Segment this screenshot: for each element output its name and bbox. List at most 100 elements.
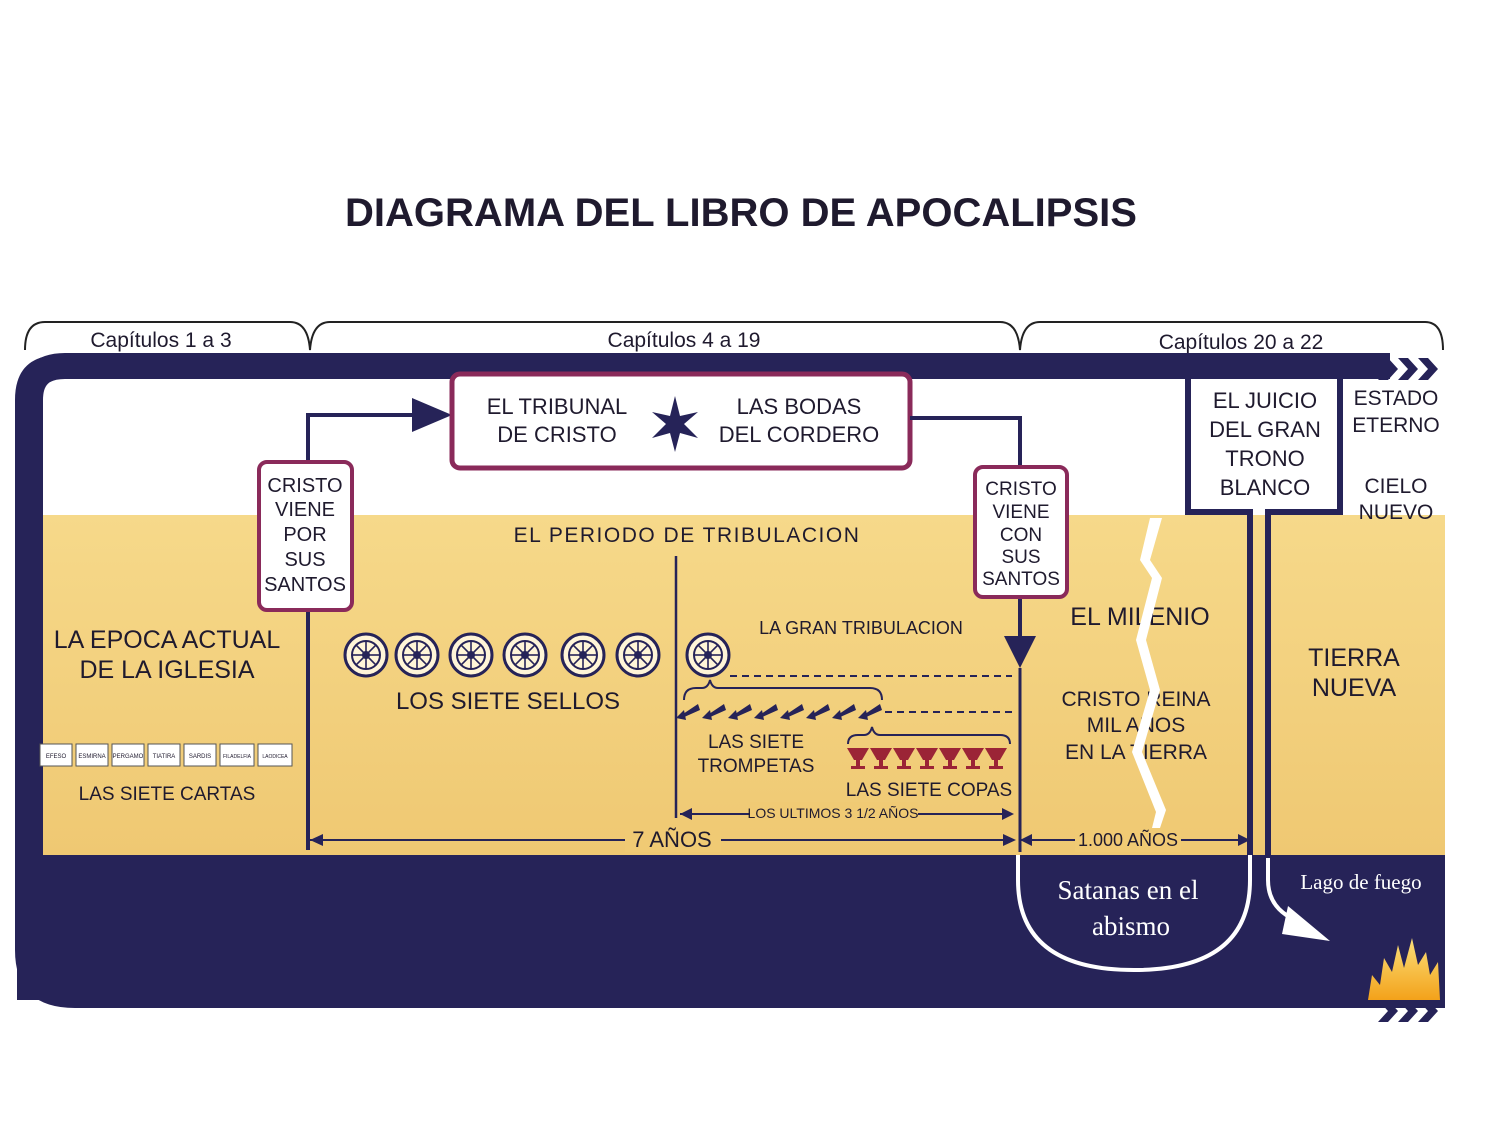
por-santos-line-5: SANTOS	[264, 574, 346, 596]
svg-text:PERGAMO: PERGAMO	[113, 754, 144, 760]
siete-trompetas-line-2: TROMPETAS	[698, 756, 815, 777]
cup-icon	[870, 748, 892, 769]
svg-text:FILADELFIA: FILADELFIA	[223, 754, 252, 760]
mil-anos-label: 1.000 AÑOS	[1078, 829, 1178, 850]
seal-icon	[615, 632, 661, 678]
satanas-line-1: Satanas en el	[1058, 875, 1199, 905]
letter-card: FILADELFIA	[219, 743, 255, 767]
return-arrow-icon	[1004, 636, 1036, 668]
trumpet-icon	[832, 704, 856, 720]
letter-card: ESMIRNA	[75, 743, 109, 767]
chapter-brackets	[24, 321, 1444, 351]
con-santos-line-2: VIENE	[992, 502, 1049, 523]
heaven-area	[1343, 380, 1445, 515]
con-santos-line-1: CRISTO	[985, 479, 1056, 500]
por-santos-line-4: SUS	[284, 549, 325, 571]
letter-card: PERGAMO	[111, 743, 145, 767]
con-santos-line-5: SANTOS	[982, 569, 1060, 590]
trumpets	[676, 704, 882, 720]
seal-icon	[685, 632, 731, 678]
rapture-arrow-icon	[412, 398, 452, 432]
cup-icon	[916, 748, 938, 769]
cristo-con-santos-box	[973, 465, 1069, 599]
trumpet-icon	[676, 704, 700, 720]
tierra-nueva-line-1: TIERRA	[1308, 644, 1400, 672]
ultimos-right-arrow-icon	[1002, 808, 1014, 820]
siete-cartas-label: LAS SIETE CARTAS	[79, 784, 256, 805]
seal-icon	[448, 632, 494, 678]
juicio-box	[1191, 380, 1337, 509]
siete-anos-right-arrow-icon	[1003, 834, 1016, 846]
letter-card: SARDIS	[183, 743, 217, 767]
ultimos-left-arrow-icon	[680, 808, 692, 820]
estado-eterno-line-2: ETERNO	[1352, 414, 1440, 437]
cup-icon	[939, 748, 961, 769]
letter-card: TIATIRA	[147, 743, 181, 767]
svg-text:ESMIRNA: ESMIRNA	[78, 754, 105, 760]
epoca-line-2: DE LA IGLESIA	[79, 656, 254, 684]
estado-eterno-line-1: ESTADO	[1354, 387, 1439, 410]
lago-fuego-label: Lago de fuego	[1300, 870, 1421, 894]
tribunal-line-1: EL TRIBUNAL	[487, 394, 628, 419]
rapture-path	[306, 413, 420, 850]
letter-card: LAODICEA	[257, 743, 293, 767]
bodas-line-2: DEL CORDERO	[719, 422, 880, 447]
siete-sellos-label: LOS SIETE SELLOS	[396, 688, 620, 715]
cup-icon	[985, 748, 1007, 769]
con-santos-line-4: SUS	[1001, 547, 1040, 568]
tribunal-line-2: DE CRISTO	[497, 422, 616, 447]
mil-anos-left-arrow-icon	[1020, 834, 1032, 846]
chevrons-bottom-icon	[1378, 1000, 1438, 1022]
trumpet-icon	[780, 704, 804, 720]
cristo-reina-line-2: MIL AÑOS	[1087, 713, 1185, 737]
seals	[343, 632, 731, 678]
juicio-line-4: BLANCO	[1220, 475, 1310, 500]
cristo-por-santos-box	[257, 460, 354, 612]
letter-card: EFESO	[39, 743, 73, 767]
por-santos-line-2: VIENE	[275, 499, 335, 521]
seal-icon	[560, 632, 606, 678]
section-label-3: Capítulos 20 a 22	[1159, 331, 1324, 354]
juicio-line-1: EL JUICIO	[1213, 388, 1317, 413]
chevrons-top-icon	[1378, 358, 1438, 380]
juicio-frame	[1185, 378, 1343, 855]
trumpet-icon	[754, 704, 778, 720]
star-icon	[652, 396, 698, 452]
section-label-2: Capítulos 4 a 19	[608, 329, 761, 352]
seal-icon	[502, 632, 548, 678]
svg-text:SARDIS: SARDIS	[189, 754, 211, 760]
siete-copas-label: LAS SIETE COPAS	[846, 780, 1012, 801]
svg-text:EFESO: EFESO	[46, 754, 67, 760]
cup-icon	[962, 748, 984, 769]
trumpet-icon	[728, 704, 752, 720]
juicio-line-2: DEL GRAN	[1209, 417, 1321, 442]
por-santos-line-1: CRISTO	[267, 475, 342, 497]
abyss-band	[15, 855, 1445, 1008]
cups	[847, 748, 1007, 769]
gran-tribulacion-label: LA GRAN TRIBULACION	[759, 618, 963, 638]
seal-icon	[394, 632, 440, 678]
seven-letters: EFESO ESMIRNA PERGAMO TIATIRA SARDIS FIL…	[39, 743, 293, 767]
por-santos-line-3: POR	[283, 524, 326, 546]
trumpet-icon	[702, 704, 726, 720]
siete-anos-left-arrow-icon	[310, 834, 323, 846]
fire-icon	[1368, 938, 1440, 1000]
con-santos-line-3: CON	[1000, 525, 1042, 546]
earth-band	[30, 515, 1445, 858]
bodas-line-1: LAS BODAS	[737, 394, 862, 419]
cielo-nuevo-line-1: CIELO	[1364, 475, 1427, 498]
seal-icon	[343, 632, 389, 678]
cup-icon	[893, 748, 915, 769]
mil-anos-right-arrow-icon	[1238, 834, 1250, 846]
mil-anos-label-bg	[1075, 828, 1181, 852]
siete-anos-label: 7 AÑOS	[632, 827, 711, 852]
section-label-1: Capítulos 1 a 3	[90, 329, 231, 352]
satanas-line-2: abismo	[1092, 911, 1170, 941]
tierra-nueva-line-2: NUEVA	[1312, 674, 1397, 702]
lake-arrow-icon	[1282, 906, 1330, 941]
svg-text:TIATIRA: TIATIRA	[153, 754, 176, 760]
siete-anos-label-bg	[625, 826, 721, 852]
periodo-tribulacion-label: EL PERIODO DE TRIBULACION	[514, 524, 861, 547]
ultimos-anos-label: LOS ULTIMOS 3 1/2 AÑOS	[748, 805, 919, 821]
